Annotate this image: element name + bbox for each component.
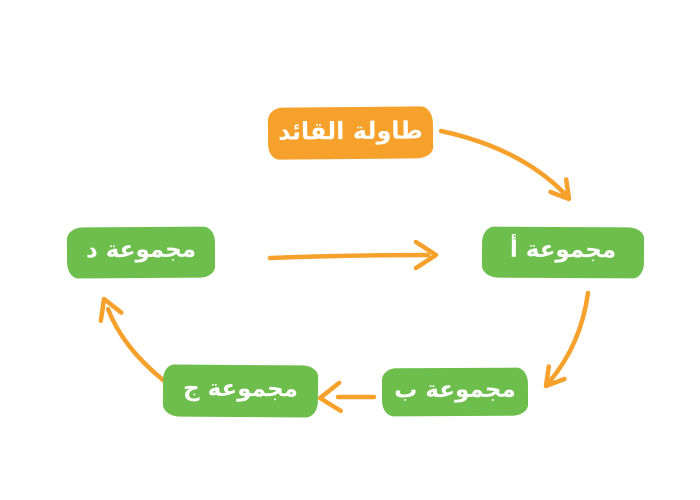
arrowhead-icon <box>548 177 572 202</box>
arrow-leader-table-to-group-a <box>438 128 572 202</box>
node-leader-table-label: طاولة القائد <box>277 116 424 146</box>
node-leader-table: طاولة القائد <box>267 106 434 160</box>
node-group-b: مجموعة ب <box>381 367 529 417</box>
node-group-d: مجموعة د <box>66 226 216 279</box>
node-group-a-label: مجموعة أ <box>509 236 617 264</box>
arrow-shaft <box>267 252 431 261</box>
node-group-b-label: مجموعة ب <box>394 376 516 403</box>
arrow-group-d-to-group-a <box>267 239 439 271</box>
node-group-a: مجموعة أ <box>481 226 645 279</box>
node-group-c: مجموعة ج <box>162 364 319 418</box>
arrow-group-b-to-group-c <box>317 380 377 414</box>
node-group-c-label: مجموعة ج <box>182 375 299 402</box>
node-group-d-label: مجموعة د <box>85 236 197 264</box>
arrow-group-a-to-group-b <box>543 290 591 389</box>
arrow-shaft <box>547 290 591 384</box>
arrowhead-icon <box>317 380 343 414</box>
arrow-group-c-to-group-d <box>98 296 175 390</box>
arrow-shaft <box>438 128 568 197</box>
arrowhead-icon <box>98 296 124 323</box>
arrowhead-icon <box>543 364 567 389</box>
arrow-shaft <box>105 306 175 390</box>
arrowhead-icon <box>413 239 439 271</box>
